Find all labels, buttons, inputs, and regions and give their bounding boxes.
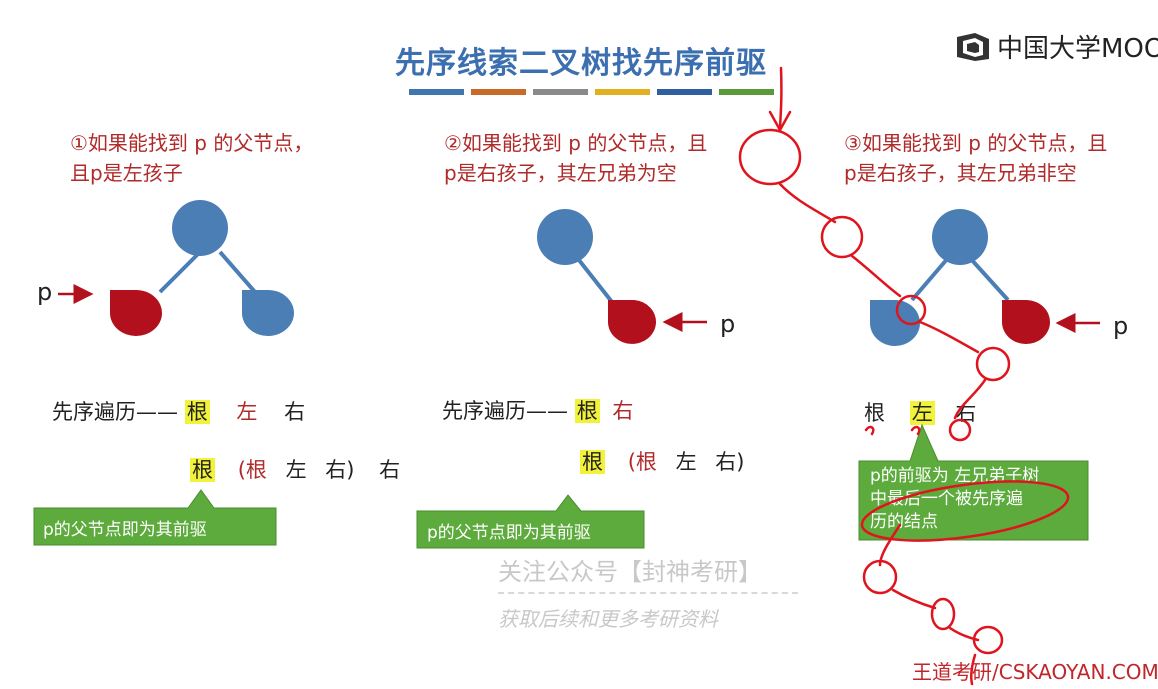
case-2-callout-text: p的父节点即为其前驱 [427,523,591,543]
footer-brand: 王道考研/CSKAOYAN.COM [912,660,1158,684]
case-2-expansion-group-left: 左 [675,450,697,474]
tree-3 [870,209,1100,346]
case-3-line-2: p是右孩子，其左兄弟非空 [844,161,1077,185]
title-bar-1 [409,89,464,95]
tree-2-root-node [537,209,593,265]
case-3-pointer-label: p [1113,312,1129,340]
title-color-bars [409,89,774,97]
case-1-expansion-group-right: 右) [325,458,355,482]
case-3-traversal-right: 右 [955,401,977,425]
case-1-expansion-group-root: (根 [237,458,267,482]
tree-1 [58,200,294,336]
tree-3-right-node-p [1002,300,1051,344]
title-bar-3 [533,89,588,95]
tree-1-root-node [172,200,228,256]
case-1-traversal-prefix: 先序遍历—— [52,400,178,424]
case-3-text: ③如果能找到 p 的父节点，且 p是右孩子，其左兄弟非空 [844,128,1107,188]
title-bar-4 [595,89,650,95]
case-2-expansion-root: 根 [580,450,605,474]
case-2-traversal-root: 根 [574,399,600,423]
case-1-expansion: 根 (根 左 右) 右 [190,454,400,484]
case-3-traversal-left: 左 [909,401,935,425]
title-bar-6 [719,89,774,95]
case-1-callout-text: p的父节点即为其前驱 [43,520,207,540]
case-3-callout-line-1: p的前驱为 左兄弟子树 [870,466,1040,486]
case-1-traversal-right: 右 [284,400,306,424]
tree-3-left-node [870,300,920,346]
case-2-expansion-group-right: 右) [715,450,745,474]
case-2-expansion-group-root: (根 [627,450,657,474]
tree-2-right-node-p [608,300,656,344]
case-2-expansion: 根 (根 左 右) [580,446,744,476]
case-2-traversal-prefix: 先序遍历—— [442,399,568,423]
title-bar-5 [657,89,712,95]
tree-3-root-node [932,209,988,265]
watermark-divider [498,592,798,594]
case-2-text: ②如果能找到 p 的父节点，且 p是右孩子，其左兄弟为空 [444,128,707,188]
case-2-pointer-label: p [720,310,736,338]
case-3-callout-text: p的前驱为 左兄弟子树 中最后一个被先序遍 历的结点 [870,465,1039,534]
case-1-text: ①如果能找到 p 的父节点， 且p是左孩子 [70,128,313,188]
case-1-line-2: 且p是左孩子 [70,161,183,185]
case-1-traversal: 先序遍历—— 根 左 右 [52,396,305,426]
mooc-logo-icon [957,32,989,61]
case-3-line-1: ③如果能找到 p 的父节点，且 [844,131,1108,155]
case-1-expansion-right: 右 [379,458,401,482]
mooc-logo-text: 中国大学MOOC [997,34,1158,64]
case-3-callout-line-3: 历的结点 [870,512,938,532]
case-1-traversal-left: 左 [236,400,258,424]
page-title: 先序线索二叉树找先序前驱 [395,46,767,81]
case-1-expansion-group-left: 左 [285,458,307,482]
watermark-line-2: 获取后续和更多考研资料 [498,607,718,631]
tree-1-right-node [242,289,294,336]
case-3-traversal-root: 根 [864,401,885,425]
case-1-expansion-root: 根 [190,458,215,482]
case-2-callout-shape [416,494,645,549]
case-2-traversal: 先序遍历—— 根 右 [442,395,633,425]
case-1-line-1: ①如果能找到 p 的父节点， [70,131,314,155]
title-bar-2 [471,89,526,95]
case-1-callout-shape [33,489,277,546]
mooc-logo: 中国大学MOOC [955,28,1158,65]
watermark-line-1: 关注公众号【封神考研】 [498,558,762,586]
case-2-line-1: ②如果能找到 p 的父节点，且 [444,131,708,155]
case-1-traversal-root: 根 [184,400,210,424]
case-2-line-2: p是右孩子，其左兄弟为空 [444,161,677,185]
tree-1-left-node-p [110,290,162,336]
tree-2 [537,209,707,344]
case-2-traversal-right: 右 [612,399,634,423]
case-3-callout-line-2: 中最后一个被先序遍 [870,489,1023,509]
case-1-pointer-label: p [37,278,53,306]
